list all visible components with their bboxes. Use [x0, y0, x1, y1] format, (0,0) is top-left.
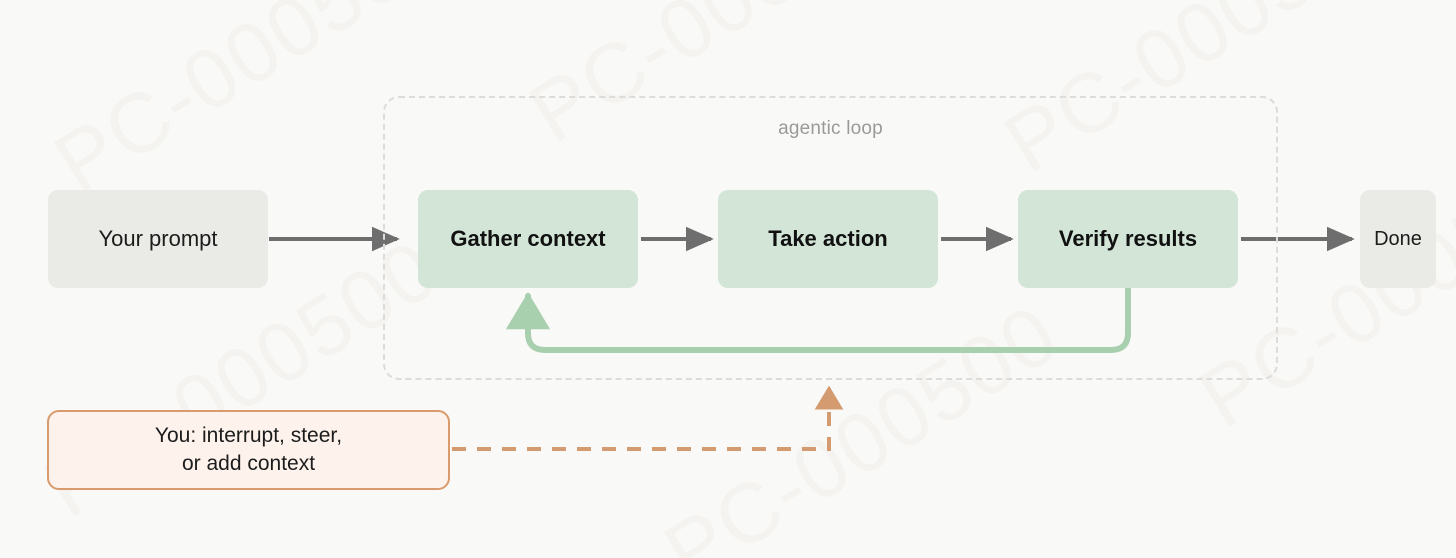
node-label: Gather context	[450, 226, 606, 251]
agentic-loop-label: agentic loop	[778, 118, 883, 139]
node-label: Your prompt	[98, 226, 218, 251]
node-user-interrupt[interactable]: You: interrupt, steer, or add context	[47, 410, 450, 490]
node-take-action[interactable]: Take action	[718, 190, 938, 288]
edge-verify-to-gather-loop	[505, 285, 1131, 353]
node-label: Done	[1374, 227, 1422, 250]
node-done[interactable]: Done	[1360, 190, 1436, 288]
edge-user-to-loop	[452, 385, 844, 451]
node-verify-results[interactable]: Verify results	[1018, 190, 1238, 288]
node-label: Verify results	[1058, 226, 1198, 251]
node-label: You: interrupt, steer, or add context	[154, 423, 343, 475]
node-your-prompt[interactable]: Your prompt	[48, 190, 268, 288]
node-gather-context[interactable]: Gather context	[418, 190, 638, 288]
node-label: Take action	[768, 226, 888, 251]
